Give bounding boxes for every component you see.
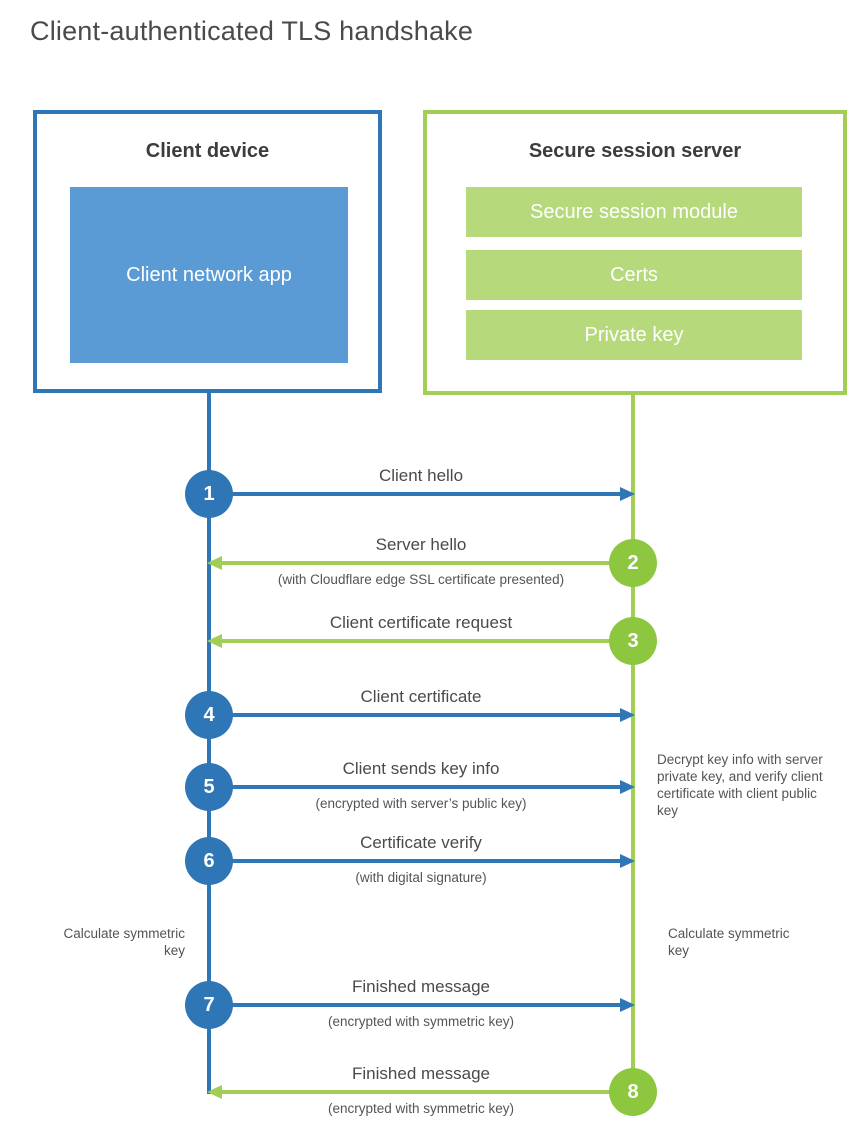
step-number-badge: 2 <box>609 539 657 587</box>
step-2-server-hello: Server hello (with Cloudflare edge SSL c… <box>0 535 865 588</box>
step-sublabel: (encrypted with symmetric key) <box>327 1101 515 1116</box>
step-label: Certificate verify <box>360 833 482 852</box>
note-decrypt-key-info: Decrypt key info with server private key… <box>657 752 823 818</box>
arrowhead-right-icon <box>620 487 635 501</box>
step-number-badge: 4 <box>185 691 233 739</box>
page-title: Client-authenticated TLS handshake <box>30 16 474 46</box>
step-number-badge: 3 <box>609 617 657 665</box>
step-sublabel: (with digital signature) <box>355 870 487 885</box>
step-8-finished-message: Finished message (encrypted with symmetr… <box>0 1064 865 1117</box>
arrow-line <box>209 785 620 789</box>
step-number: 1 <box>203 482 215 505</box>
step-number: 3 <box>627 629 639 652</box>
server-lifeline <box>631 395 635 1092</box>
client-lifeline <box>207 391 211 1094</box>
step-label: Client certificate request <box>329 613 513 632</box>
step-1-client-hello: Client hello 1 <box>0 466 865 519</box>
step-7-finished-message: Finished message (encrypted with symmetr… <box>0 977 865 1030</box>
step-6-certificate-verify: Certificate verify (with digital signatu… <box>0 833 865 886</box>
step-number-badge: 6 <box>185 837 233 885</box>
server-module-label: Certs <box>610 263 658 286</box>
step-number-badge: 8 <box>609 1068 657 1116</box>
arrowhead-right-icon <box>620 708 635 722</box>
step-label: Client certificate <box>360 687 482 706</box>
step-sublabel: (encrypted with server’s public key) <box>315 796 527 811</box>
step-sublabel: (with Cloudflare edge SSL certificate pr… <box>277 572 565 587</box>
step-label: Server hello <box>375 535 467 554</box>
step-number-badge: 5 <box>185 763 233 811</box>
server-module-label: Secure session module <box>530 200 738 223</box>
step-number: 8 <box>627 1080 639 1103</box>
step-3-client-certificate-request: Client certificate request 3 <box>0 613 865 666</box>
arrow-line <box>209 713 620 717</box>
arrow-line <box>222 561 633 565</box>
step-number: 2 <box>627 551 639 574</box>
arrow-line <box>209 1003 620 1007</box>
arrowhead-right-icon <box>620 854 635 868</box>
step-sublabel: (encrypted with symmetric key) <box>327 1014 515 1029</box>
arrow-line <box>222 1090 633 1094</box>
step-number: 4 <box>203 703 215 726</box>
note-calculate-symmetric-key-server: Calculate symmetric key <box>668 926 790 958</box>
step-label: Finished message <box>352 1064 490 1083</box>
step-5-client-sends-key-info: Client sends key info (encrypted with se… <box>0 759 865 812</box>
step-label: Client hello <box>378 466 464 485</box>
step-number-badge: 1 <box>185 470 233 518</box>
client-network-app-box: Client network app <box>70 187 348 363</box>
secure-session-server-title: Secure session server <box>528 140 742 162</box>
step-number: 7 <box>203 993 215 1016</box>
client-device-title: Client device <box>145 140 270 162</box>
note-calculate-symmetric-key-client: Calculate symmetric key <box>63 926 185 958</box>
server-module-label: Private key <box>584 323 684 346</box>
step-number: 6 <box>203 849 215 872</box>
step-number: 5 <box>203 775 215 798</box>
arrowhead-left-icon <box>207 634 222 648</box>
server-module-private-key: Private key <box>466 310 802 360</box>
step-4-client-certificate: Client certificate 4 <box>0 687 865 740</box>
step-label: Client sends key info <box>342 759 500 778</box>
arrow-line <box>209 859 620 863</box>
client-device-box: Client device Client network app <box>33 110 382 393</box>
arrow-line <box>209 492 620 496</box>
arrowhead-left-icon <box>207 556 222 570</box>
step-label: Finished message <box>352 977 490 996</box>
step-number-badge: 7 <box>185 981 233 1029</box>
server-module-certs: Certs <box>466 250 802 300</box>
arrowhead-right-icon <box>620 998 635 1012</box>
server-module-secure-session: Secure session module <box>466 187 802 237</box>
secure-session-server-box: Secure session server Secure session mod… <box>423 110 847 395</box>
arrowhead-left-icon <box>207 1085 222 1099</box>
arrow-line <box>222 639 633 643</box>
arrowhead-right-icon <box>620 780 635 794</box>
client-network-app-label: Client network app <box>126 264 292 286</box>
